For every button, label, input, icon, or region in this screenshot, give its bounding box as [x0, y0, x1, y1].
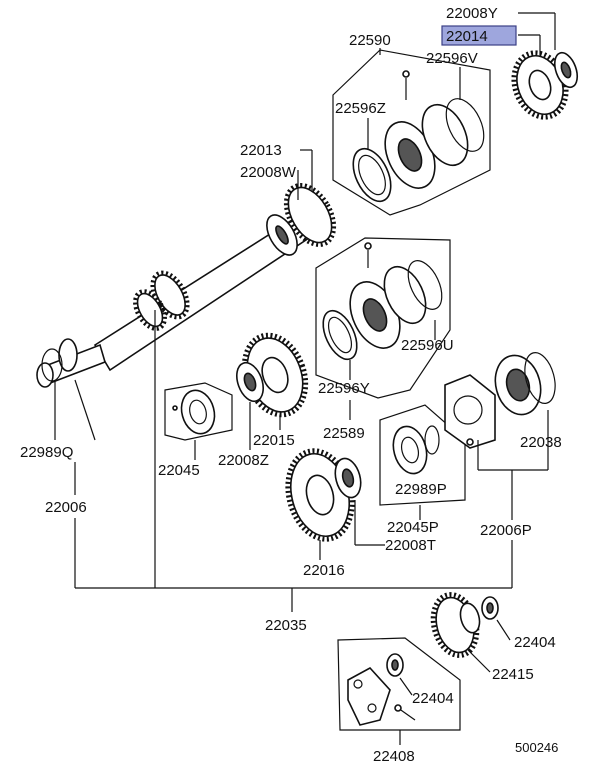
- bearing-22038: [494, 352, 556, 416]
- label-22035[interactable]: 22035: [265, 617, 307, 634]
- highlight-22014: [441, 25, 517, 46]
- synchro-ring-22596z: [352, 147, 392, 203]
- label-22404-lower[interactable]: 22404: [412, 690, 454, 707]
- bracket-22408: [347, 666, 391, 726]
- bracket-box-22408: [337, 637, 461, 731]
- leader-lines: [54, 12, 556, 745]
- diagram-number: 500246: [515, 740, 558, 755]
- gear-22415: [430, 592, 481, 658]
- label-22008z[interactable]: 22008Z: [218, 452, 269, 469]
- bearing-22008y: [553, 51, 579, 89]
- label-22008t[interactable]: 22008T: [385, 537, 436, 554]
- spring-middle: [364, 242, 372, 268]
- label-22008w[interactable]: 22008W: [240, 164, 297, 181]
- shaft-bearing: [266, 214, 298, 256]
- label-22015[interactable]: 22015: [253, 432, 295, 449]
- snap-ring-22989q: [41, 338, 78, 382]
- bearing-22008z: [236, 361, 264, 403]
- washer-22989p: [392, 425, 440, 475]
- synchro-group-outline-middle: [315, 237, 451, 399]
- label-22415[interactable]: 22415: [492, 666, 534, 683]
- label-22596y[interactable]: 22596Y: [318, 380, 370, 397]
- label-22596z[interactable]: 22596Z: [335, 100, 386, 117]
- spring-upper: [402, 70, 410, 100]
- bearing-plate-22006p: [444, 374, 496, 449]
- shaft-gear-small: [133, 270, 190, 331]
- bolt-22408: [394, 704, 416, 721]
- label-22989q[interactable]: 22989Q: [20, 444, 73, 461]
- label-22989p[interactable]: 22989P: [395, 481, 447, 498]
- synchro-group-outline-upper: [332, 49, 491, 216]
- bearing-22008t: [334, 457, 362, 499]
- label-22589[interactable]: 22589: [323, 425, 365, 442]
- washer-box-22045: [164, 382, 233, 441]
- label-22045p[interactable]: 22045P: [387, 519, 439, 536]
- synchro-ring-22596y: [322, 309, 358, 361]
- label-22590[interactable]: 22590: [349, 32, 391, 49]
- label-22596v[interactable]: 22596V: [426, 50, 478, 67]
- bushing-22404-lower: [386, 653, 404, 677]
- label-22596u[interactable]: 22596U: [401, 337, 454, 354]
- label-22006p[interactable]: 22006P: [480, 522, 532, 539]
- shaft-gear-large: [283, 183, 337, 247]
- washer-22045: [172, 389, 216, 435]
- label-22404-upper[interactable]: 22404: [514, 634, 556, 651]
- bolt-22006p: [466, 438, 474, 446]
- label-22016[interactable]: 22016: [303, 562, 345, 579]
- label-22045[interactable]: 22045: [158, 462, 200, 479]
- label-22008y[interactable]: 22008Y: [446, 5, 498, 22]
- label-22006[interactable]: 22006: [45, 499, 87, 516]
- bushing-22404-upper: [481, 596, 499, 620]
- synchro-hub-middle: [349, 260, 443, 349]
- label-22038[interactable]: 22038: [520, 434, 562, 451]
- synchro-hub-upper: [384, 98, 485, 189]
- label-22408[interactable]: 22408: [373, 748, 415, 765]
- label-22013[interactable]: 22013: [240, 142, 282, 159]
- washer-box-22045p: [379, 404, 466, 506]
- gear-22014: [511, 50, 569, 120]
- label-22014[interactable]: 22014: [446, 28, 488, 45]
